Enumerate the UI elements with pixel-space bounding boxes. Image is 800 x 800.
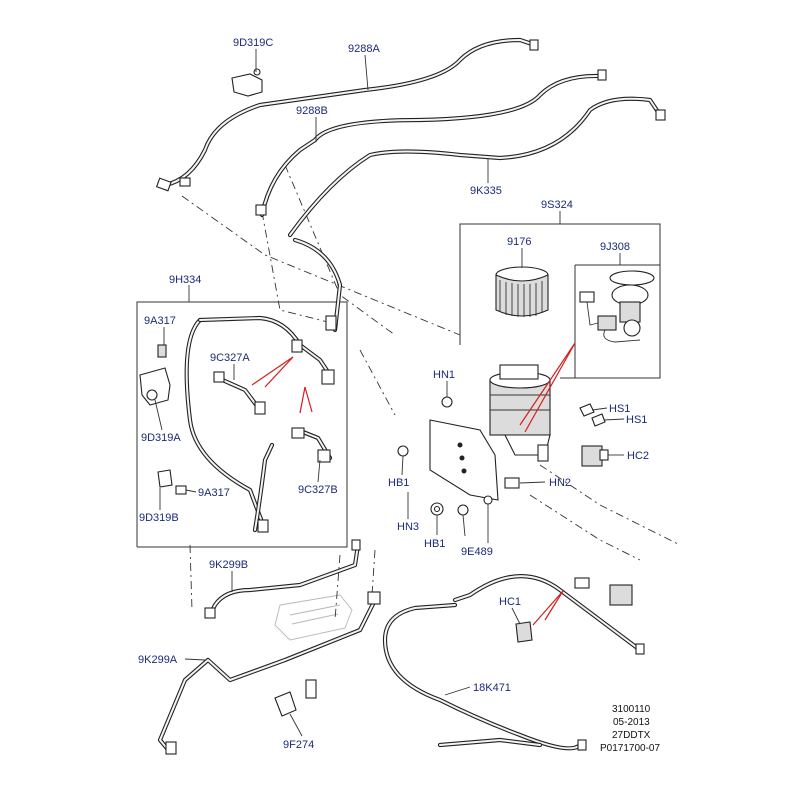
label-9k335: 9K335 bbox=[470, 185, 502, 197]
label-9288a: 9288A bbox=[348, 43, 380, 55]
label-9c327a: 9C327A bbox=[210, 352, 250, 364]
alignment-lines bbox=[181, 164, 681, 621]
label-9d319c: 9D319C bbox=[233, 37, 273, 49]
label-hc2: HC2 bbox=[627, 450, 649, 462]
connector-hc2 bbox=[581, 445, 603, 467]
reference-block: 3100110 05-2013 27DDTX P0171700-07 bbox=[600, 704, 660, 754]
label-hn3: HN3 bbox=[397, 521, 419, 533]
engine-block-outline bbox=[274, 594, 353, 641]
fuel-tubes bbox=[157, 37, 663, 755]
red-indicator-lines bbox=[251, 342, 576, 626]
label-9k299a: 9K299A bbox=[138, 654, 178, 666]
label-hs1-b: HS1 bbox=[626, 414, 647, 426]
label-9d319a: 9D319A bbox=[141, 432, 181, 444]
ref-line-2: 05-2013 bbox=[613, 717, 650, 728]
box-9h334 bbox=[136, 301, 348, 548]
label-9f274: 9F274 bbox=[283, 739, 314, 751]
part-labels: 9D319C 9288A 9288B 9K335 9S324 9176 9J30… bbox=[138, 37, 649, 751]
label-hn1: HN1 bbox=[433, 369, 455, 381]
filter-housing-9s324 bbox=[429, 364, 551, 501]
label-9j308: 9J308 bbox=[600, 241, 630, 253]
components bbox=[139, 39, 666, 755]
clip-9d319c bbox=[231, 73, 263, 97]
box-9j308 bbox=[574, 264, 661, 379]
ref-line-1: 3100110 bbox=[612, 704, 651, 715]
ref-line-4: P0171700-07 bbox=[600, 743, 660, 754]
label-9288b: 9288B bbox=[296, 105, 328, 117]
label-hs1-a: HS1 bbox=[609, 403, 630, 415]
label-9d319b: 9D319B bbox=[139, 512, 179, 524]
label-18k471: 18K471 bbox=[473, 682, 511, 694]
label-9a317-upper: 9A317 bbox=[144, 315, 176, 327]
label-hb1-left: HB1 bbox=[388, 477, 409, 489]
label-9c327b: 9C327B bbox=[298, 484, 338, 496]
label-9e489: 9E489 bbox=[461, 546, 493, 558]
label-9s324: 9S324 bbox=[541, 199, 573, 211]
leader-lines bbox=[154, 49, 625, 737]
label-hn2: HN2 bbox=[549, 477, 571, 489]
group-boxes bbox=[136, 211, 661, 548]
ref-line-3: 27DDTX bbox=[612, 730, 651, 741]
label-9k299b: 9K299B bbox=[209, 559, 248, 571]
filter-element-9176 bbox=[495, 266, 549, 317]
label-9a317-lower: 9A317 bbox=[198, 487, 230, 499]
label-9176: 9176 bbox=[507, 236, 531, 248]
label-hc1: HC1 bbox=[499, 596, 521, 608]
label-hb1-bottom: HB1 bbox=[424, 538, 445, 550]
label-9h334: 9H334 bbox=[169, 274, 201, 286]
valve-9j308 bbox=[579, 270, 655, 343]
